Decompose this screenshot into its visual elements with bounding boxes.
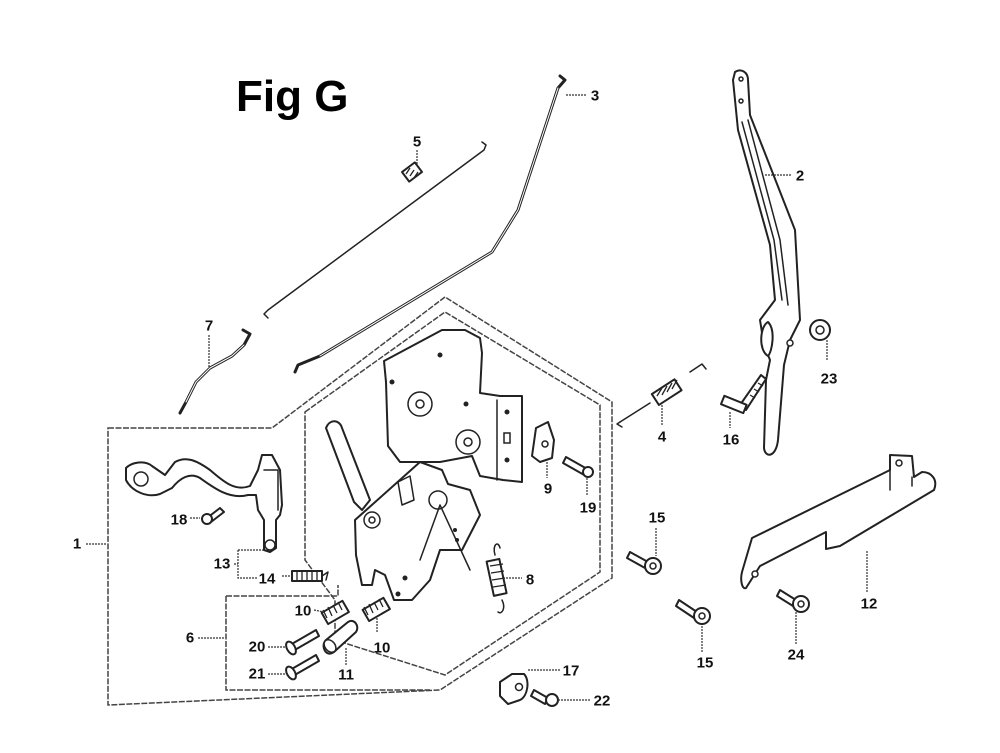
part-9-clip[interactable] [531, 421, 555, 478]
part-main-bracket[interactable] [325, 329, 523, 601]
callout-6[interactable]: 6 [185, 629, 195, 647]
part-15a-bolt[interactable] [626, 528, 662, 575]
callout-8[interactable]: 8 [525, 571, 535, 589]
callout-11[interactable]: 11 [338, 666, 354, 684]
part-5-rod[interactable] [263, 141, 487, 319]
part-10b-spring[interactable] [361, 596, 391, 632]
callout-10a[interactable]: 10 [294, 602, 312, 620]
callout-12[interactable]: 12 [860, 595, 878, 613]
callout-10b[interactable]: 10 [373, 639, 391, 657]
callout-15a[interactable]: 15 [648, 509, 666, 527]
part-16-bolt[interactable] [720, 374, 767, 428]
callout-18[interactable]: 18 [170, 511, 188, 529]
part-19-screw[interactable] [562, 456, 594, 496]
part-4-spring[interactable] [616, 363, 707, 428]
part-15b-bolt[interactable] [675, 599, 711, 652]
callout-19[interactable]: 19 [579, 499, 597, 517]
part-7-choke-rod[interactable] [178, 328, 252, 415]
part-18-screw[interactable] [190, 507, 225, 525]
part-23-nut[interactable] [809, 319, 831, 360]
callout-14[interactable]: 14 [258, 570, 276, 588]
callout-21[interactable]: 21 [248, 665, 266, 683]
callout-13[interactable]: 13 [213, 555, 231, 573]
part-12-plate[interactable] [740, 454, 937, 592]
group-frame-1 [107, 296, 613, 706]
callout-24[interactable]: 24 [787, 646, 805, 664]
callout-3[interactable]: 3 [590, 87, 600, 105]
part-22-screw[interactable] [530, 689, 590, 707]
part-24-bolt[interactable] [776, 589, 810, 645]
callout-9[interactable]: 9 [543, 480, 553, 498]
callout-15b[interactable]: 15 [696, 654, 714, 672]
part-13-choke-lever[interactable] [125, 454, 283, 553]
callout-4[interactable]: 4 [657, 428, 667, 446]
group-frame-6 [225, 585, 430, 691]
callout-5[interactable]: 5 [412, 133, 422, 151]
part-10a-spring[interactable] [313, 599, 350, 626]
part-20-screw[interactable] [268, 629, 320, 656]
part-11-collar[interactable] [322, 620, 359, 665]
callout-1[interactable]: 1 [72, 535, 82, 553]
part-14-spring[interactable] [282, 570, 329, 582]
part-3-governor-rod[interactable] [293, 74, 586, 374]
callout-16[interactable]: 16 [722, 431, 740, 449]
callout-17[interactable]: 17 [562, 662, 580, 680]
callout-23[interactable]: 23 [820, 370, 838, 388]
figure-title: Fig G [236, 72, 349, 121]
callout-7[interactable]: 7 [204, 317, 214, 335]
part-21-screw[interactable] [268, 654, 320, 681]
part-17-clamp[interactable] [499, 669, 560, 705]
callout-22[interactable]: 22 [593, 692, 611, 710]
callout-2[interactable]: 2 [795, 167, 805, 185]
part-8-spring[interactable] [485, 543, 522, 614]
part-2-control-lever[interactable] [732, 69, 801, 456]
callout-20[interactable]: 20 [248, 638, 266, 656]
